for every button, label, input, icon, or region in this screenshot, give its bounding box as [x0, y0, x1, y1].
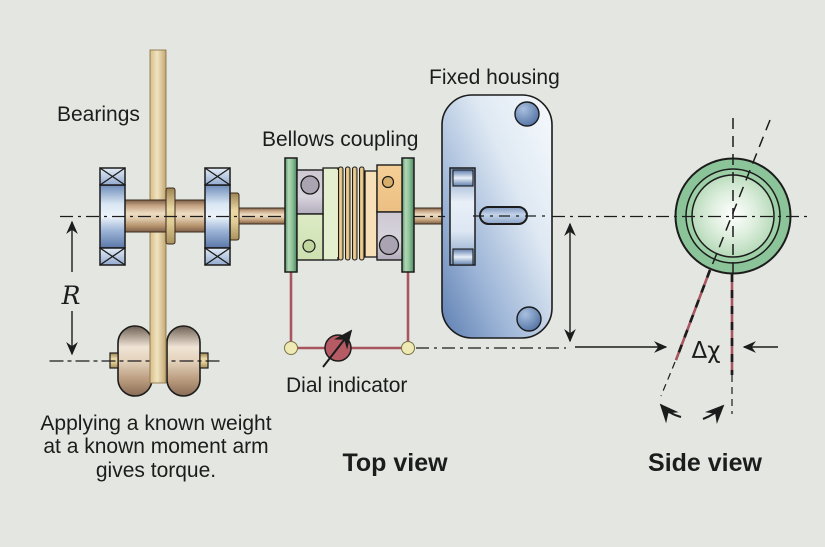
housing-hole-top: [514, 101, 540, 127]
connector-dot-left: [284, 341, 298, 355]
caption-line-2: at a known moment arm: [43, 435, 268, 458]
dial-needle: [322, 329, 353, 368]
hub-right-body: [364, 170, 378, 258]
side-view-coupling: [659, 118, 792, 425]
fixed-housing-label: Fixed housing: [429, 66, 560, 89]
twist-markers: [660, 269, 734, 414]
top-view-label: Top view: [342, 449, 448, 477]
bellows-coupling-assembly: [284, 157, 452, 350]
coupling-plate-left: [284, 157, 298, 273]
rotation-arrow-right: [702, 404, 725, 425]
housing-hole-bottom: [516, 306, 542, 332]
flange-tab-bottom: [452, 248, 474, 266]
bellows-ribs: [338, 166, 365, 261]
clamp-screw-left: [300, 175, 320, 195]
dimension-R: R: [61, 220, 81, 356]
dial-indicator-label: Dial indicator: [286, 374, 407, 397]
bellows-coupling-label: Bellows coupling: [262, 128, 418, 151]
bearings-label: Bearings: [57, 103, 140, 126]
radius-label: R: [61, 281, 81, 310]
connector-dot-right: [401, 341, 415, 355]
dimension-delta-chi: Δχ: [575, 338, 778, 364]
screw-hole-right: [381, 175, 395, 189]
screw-hole-left: [302, 239, 316, 253]
caption-line-1: Applying a known weight: [40, 412, 271, 435]
caption-text: Applying a known weight at a known momen…: [40, 412, 271, 482]
hub-left-block: [296, 213, 324, 261]
coupling-plate-right: [401, 157, 415, 273]
dial-indicator-gauge: [284, 329, 415, 368]
rotation-arrow-left: [659, 403, 682, 424]
hub-right-block: [376, 164, 403, 213]
twist-angle-label: Δχ: [691, 338, 720, 364]
flange-tab-top: [452, 169, 474, 187]
fixed-housing-block: [441, 94, 553, 339]
clamp-screw-right: [378, 234, 400, 256]
hub-left-body: [322, 167, 339, 261]
rotated-axis: [710, 119, 771, 269]
caption-line-3: gives torque.: [96, 459, 216, 482]
side-view-label: Side view: [648, 449, 762, 477]
